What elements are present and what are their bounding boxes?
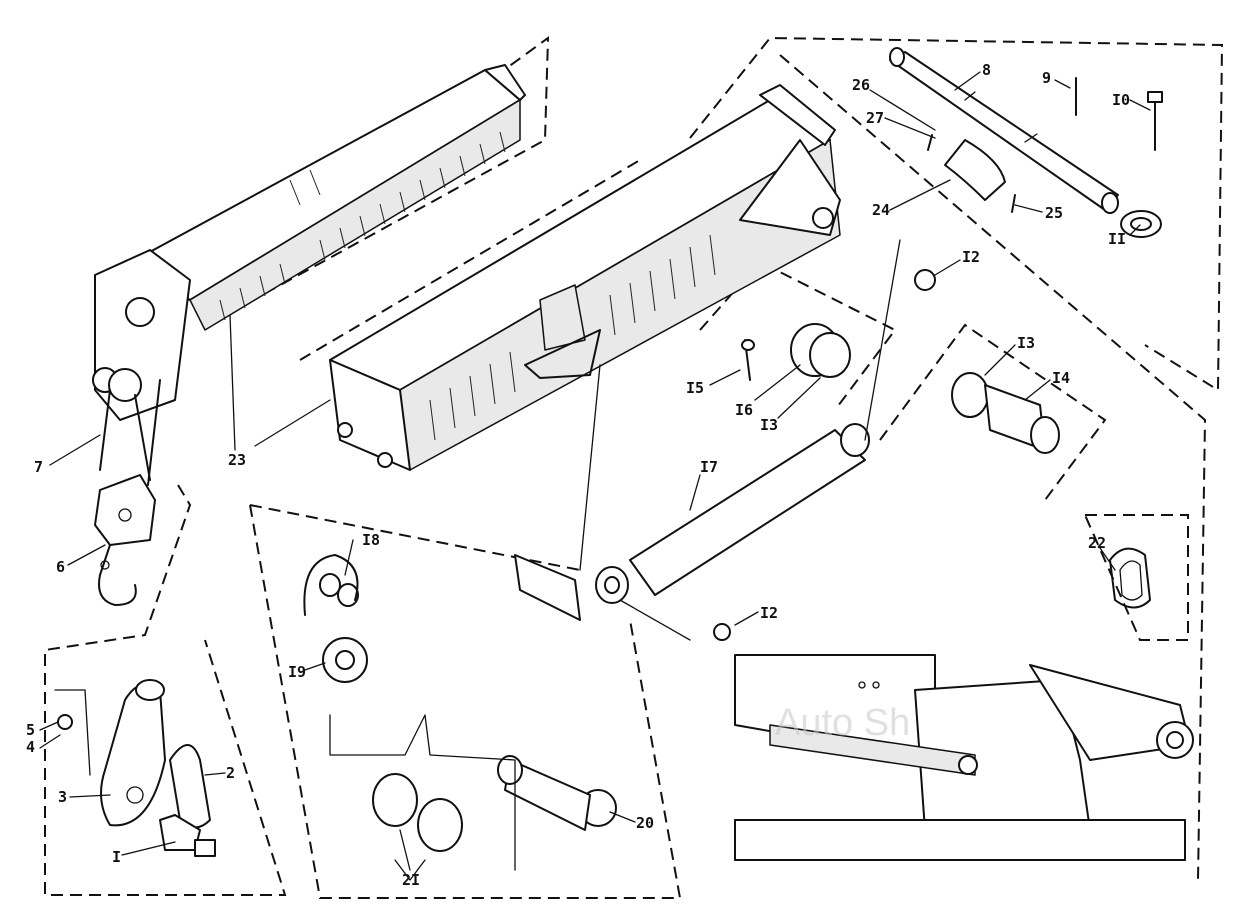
callout-8: 8 bbox=[982, 61, 991, 79]
pin-8-group bbox=[889, 47, 1163, 238]
callout-18: I8 bbox=[362, 531, 380, 549]
callout-2: 2 bbox=[226, 764, 235, 782]
callout-26: 26 bbox=[852, 76, 870, 94]
callout-11: II bbox=[1108, 230, 1126, 248]
bushing-group-upper bbox=[741, 323, 851, 381]
callout-15: I5 bbox=[686, 379, 704, 397]
group-outlines bbox=[44, 35, 1224, 899]
callout-5: 5 bbox=[26, 721, 35, 739]
callout-21: 2I bbox=[402, 871, 420, 889]
hook-block bbox=[94, 474, 156, 606]
callout-7: 7 bbox=[34, 458, 43, 476]
callout-4: 4 bbox=[26, 738, 35, 756]
callout-23: 23 bbox=[228, 451, 246, 469]
thimble-22 bbox=[1109, 547, 1151, 609]
callout-12-lower: I2 bbox=[760, 604, 778, 622]
callout-13-upper: I3 bbox=[760, 416, 778, 434]
callout-6: 6 bbox=[56, 558, 65, 576]
callout-27: 27 bbox=[866, 109, 884, 127]
hydraulic-cylinder-17 bbox=[595, 423, 870, 641]
lower-boom bbox=[329, 84, 841, 471]
callout-14: I4 bbox=[1052, 369, 1070, 387]
callout-16: I6 bbox=[735, 401, 753, 419]
callout-22: 22 bbox=[1088, 534, 1106, 552]
callout-3: 3 bbox=[58, 788, 67, 806]
pin-group-lower bbox=[303, 554, 617, 881]
callout-9: 9 bbox=[1042, 69, 1051, 87]
hook-parts bbox=[54, 679, 216, 857]
callout-1: I bbox=[112, 848, 121, 866]
bushing-group-right bbox=[914, 269, 1060, 454]
callout-25: 25 bbox=[1045, 204, 1063, 222]
upper-boom bbox=[92, 64, 526, 606]
callout-20: 20 bbox=[636, 814, 654, 832]
leader-lines bbox=[39, 71, 1151, 871]
watermark-text: Auto Sh bbox=[775, 702, 910, 744]
callout-labels: I 2 3 4 5 6 7 8 9 I0 II I2 I2 I3 I3 I4 I… bbox=[26, 61, 1130, 889]
callout-10: I0 bbox=[1112, 91, 1130, 109]
callout-19: I9 bbox=[288, 663, 306, 681]
crane-truck-overview: Auto Sh bbox=[734, 654, 1194, 861]
callout-13-right: I3 bbox=[1017, 334, 1035, 352]
callout-12-upper: I2 bbox=[962, 248, 980, 266]
callout-24: 24 bbox=[872, 201, 890, 219]
callout-17: I7 bbox=[700, 458, 718, 476]
